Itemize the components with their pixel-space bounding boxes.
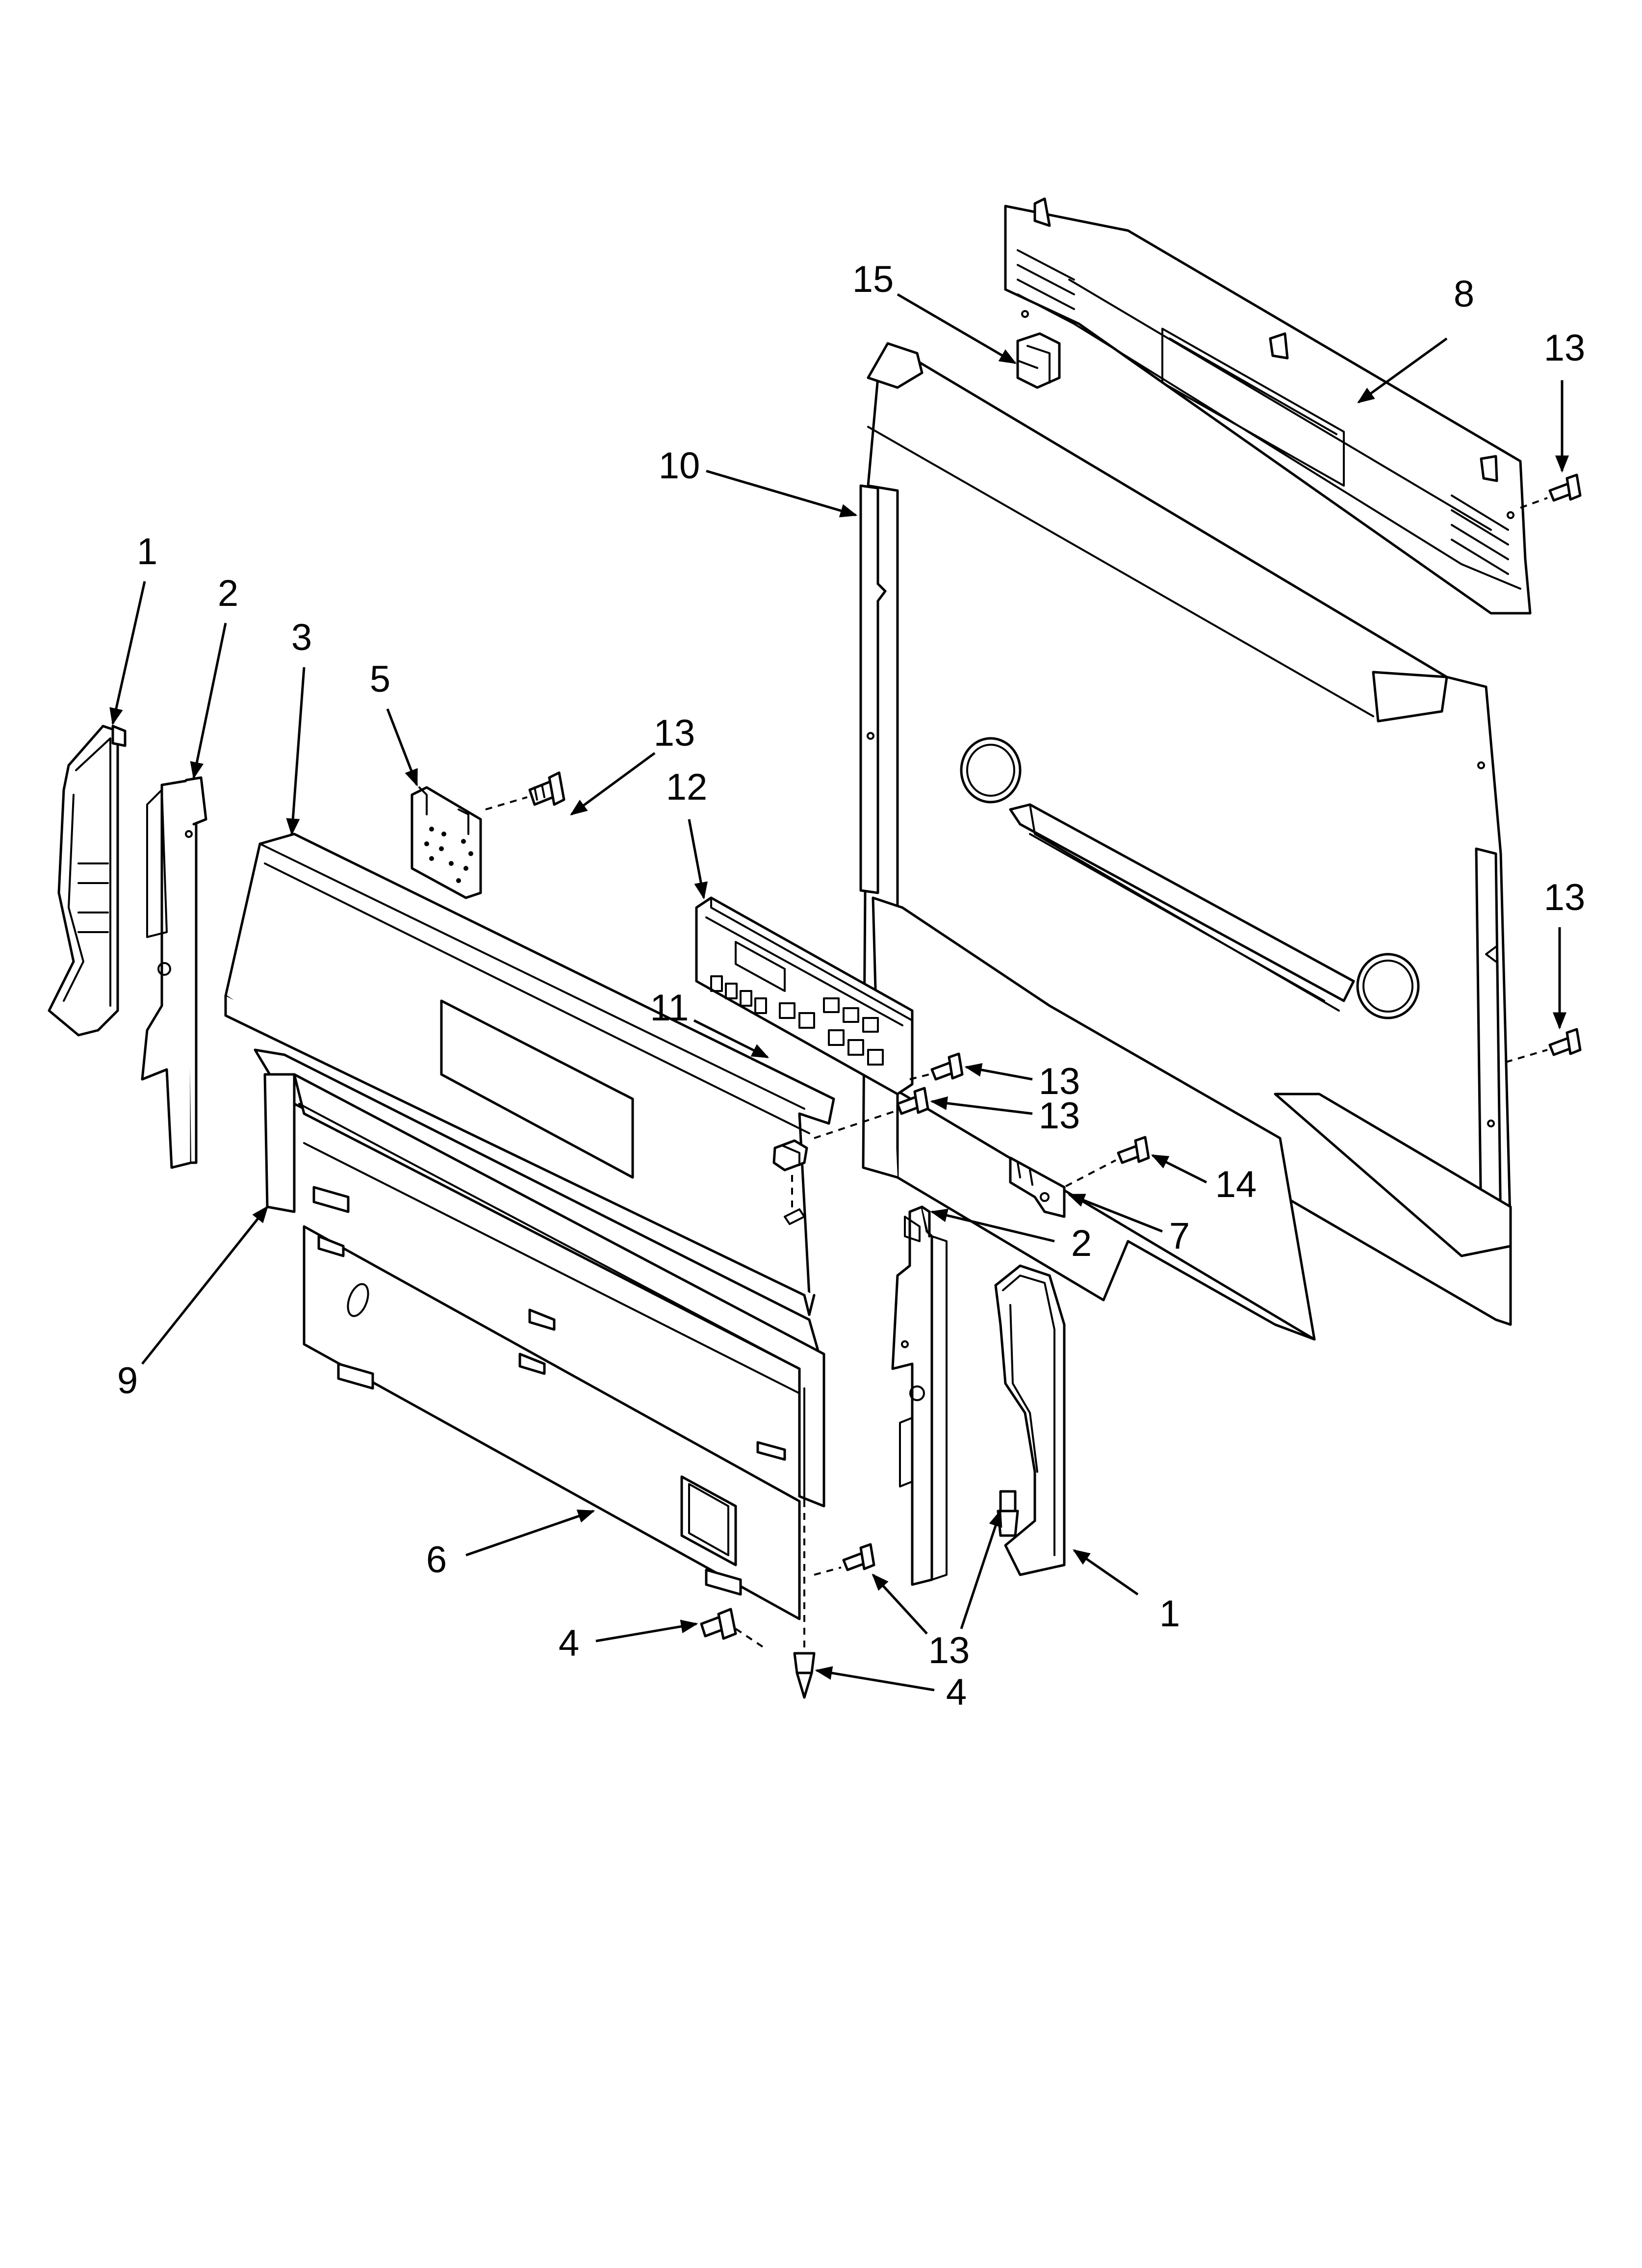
callout-1-right: 1 (1159, 1593, 1180, 1635)
screw-module (909, 1052, 964, 1081)
screw-5 (485, 771, 565, 810)
callout-13-a: 13 (654, 712, 695, 754)
screw-top-right (1520, 473, 1582, 509)
left-side-bracket (141, 776, 207, 1169)
callout-15: 15 (852, 259, 894, 300)
screws (485, 473, 1582, 1699)
callout-9: 9 (117, 1360, 138, 1402)
screw-frame (814, 1543, 875, 1576)
callout-1-left: 1 (137, 531, 157, 573)
touch-control-module (695, 896, 914, 1095)
rocker-switch (772, 1139, 808, 1225)
lower-frame (254, 1048, 825, 1508)
callout-2-left: 2 (218, 573, 238, 614)
lower-cover-panel (303, 1225, 801, 1620)
leader-lines (109, 293, 1569, 1692)
callout-4-bottom: 4 (946, 1671, 967, 1713)
small-control-board (410, 786, 482, 899)
rear-vent-panel (1004, 197, 1532, 615)
control-backguard (224, 833, 835, 1316)
screw-mid-right (1505, 1028, 1582, 1063)
screw-14 (1054, 1136, 1150, 1193)
callout-6: 6 (426, 1539, 447, 1581)
callout-10: 10 (659, 445, 700, 487)
clip-part (1016, 332, 1061, 389)
callout-7: 7 (1169, 1215, 1190, 1257)
callout-5: 5 (370, 658, 390, 700)
callout-13-b: 13 (1544, 327, 1586, 369)
callout-14: 14 (1215, 1164, 1257, 1205)
right-side-trim (994, 1264, 1066, 1576)
callout-13-e: 13 (1039, 1095, 1080, 1137)
callout-12: 12 (666, 766, 708, 808)
right-side-bracket (891, 1205, 948, 1586)
callout-labels: 1 2 3 5 13 12 15 8 13 10 11 13 13 13 14 … (117, 259, 1585, 1713)
screw-4-bottom (793, 1462, 816, 1699)
callout-13-c: 13 (1544, 877, 1586, 918)
callout-11: 11 (650, 987, 689, 1029)
callout-13-f: 13 (928, 1630, 970, 1671)
screw-4-left (700, 1608, 766, 1649)
callout-4-left: 4 (559, 1622, 579, 1664)
callout-3: 3 (291, 617, 312, 658)
screw-trim (997, 1490, 1019, 1537)
callout-8: 8 (1454, 273, 1474, 315)
callout-13-d: 13 (1039, 1061, 1080, 1102)
bracket-clip (1009, 1156, 1066, 1218)
callout-2-right: 2 (1071, 1223, 1092, 1264)
left-side-trim (48, 725, 127, 1037)
screw-switch (814, 1087, 929, 1139)
